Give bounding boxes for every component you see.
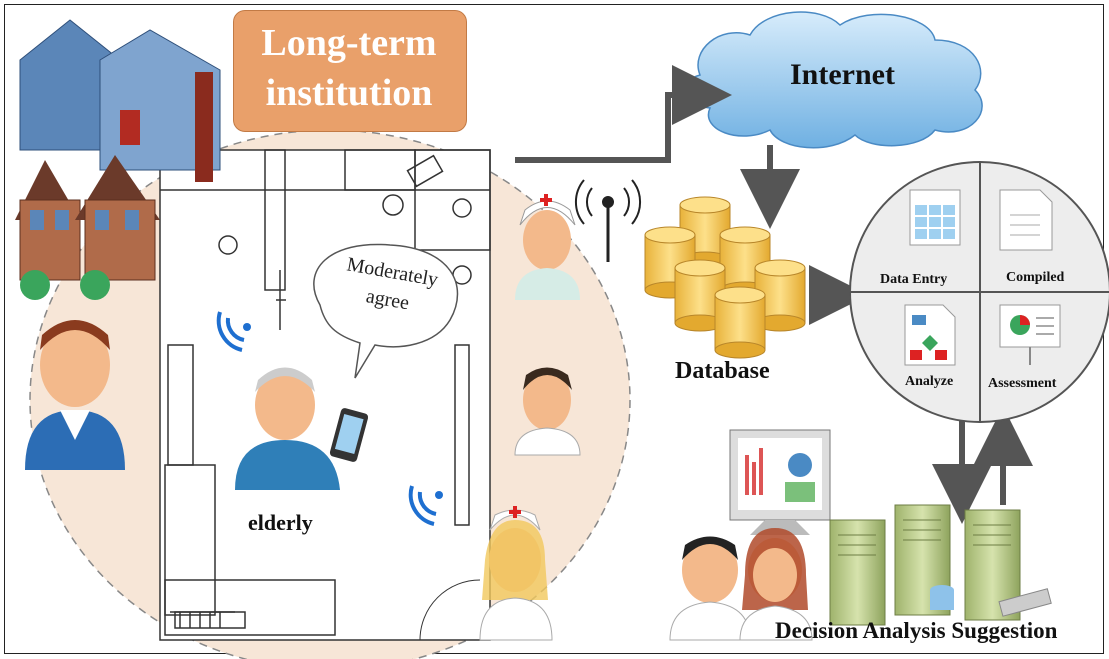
database-label: Database <box>675 358 770 384</box>
antenna-icon <box>574 179 642 262</box>
flowchart-icon <box>904 304 956 366</box>
speech-bubble <box>313 243 459 379</box>
elderly-icon <box>235 367 369 490</box>
houses-icon <box>15 19 221 300</box>
doctor-male-icon <box>25 320 125 470</box>
decision-label: Decision Analysis Suggestion <box>775 618 1058 643</box>
presentation-icon <box>999 304 1061 365</box>
cycle-label-assessment: Assessment <box>988 376 1057 391</box>
server-icon <box>829 504 1052 626</box>
nurse-icon <box>515 194 580 300</box>
database-icon <box>644 196 806 359</box>
wifi-icon <box>216 311 251 352</box>
monitor-icon <box>729 429 831 535</box>
wifi-icon <box>408 485 443 526</box>
internet-cloud <box>685 11 983 149</box>
internet-label: Internet <box>790 58 895 91</box>
doctor-icon <box>514 367 581 456</box>
cycle-label-data-entry: Data Entry <box>880 272 948 287</box>
table-icon <box>909 189 961 246</box>
title-box <box>233 10 467 132</box>
cycle-label-analyze: Analyze <box>905 374 954 389</box>
doctors-icon <box>669 528 813 641</box>
elderly-label: elderly <box>248 510 313 535</box>
document-icon <box>999 189 1053 251</box>
cycle-label-compiled: Compiled <box>1006 270 1065 285</box>
arrow-to-internet <box>515 65 732 163</box>
floor-plan <box>159 149 491 641</box>
nurse-icon <box>479 506 553 641</box>
